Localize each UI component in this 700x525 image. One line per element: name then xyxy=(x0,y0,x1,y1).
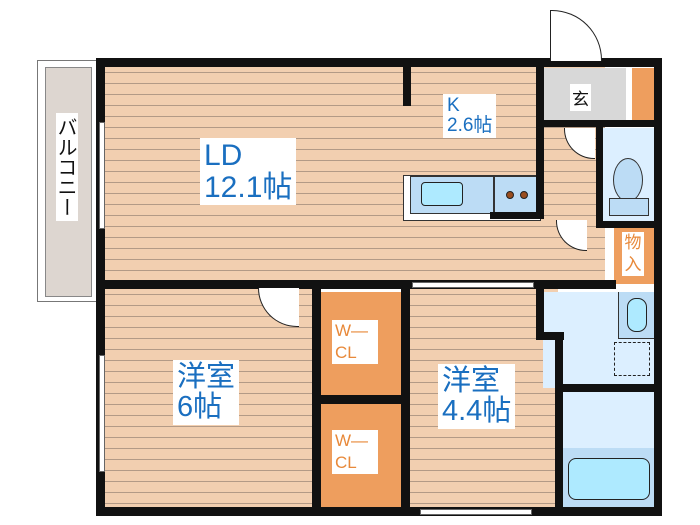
kitchen-label: K 2.6帖 xyxy=(443,94,497,138)
entrance-label: 玄 xyxy=(570,84,591,111)
kitchen-size: 2.6帖 xyxy=(447,114,493,136)
wall xyxy=(536,332,564,340)
western-44-name: 洋室 xyxy=(442,365,501,397)
kitchen-sink-icon xyxy=(421,182,463,206)
wall xyxy=(555,332,563,512)
balcony-label: バルコニー xyxy=(54,113,78,221)
sink-icon xyxy=(627,298,647,332)
burner-icon xyxy=(506,191,514,199)
wall xyxy=(312,395,408,404)
washing-machine-tray-icon xyxy=(614,342,650,376)
western-44-label: 洋室 4.4帖 xyxy=(438,364,516,429)
window[interactable] xyxy=(412,282,534,288)
ld-floor xyxy=(100,62,605,284)
wall xyxy=(96,507,662,516)
bathtub-icon xyxy=(568,458,650,500)
wall xyxy=(563,384,656,392)
storage-label: 物入 xyxy=(622,232,644,276)
kitchen-name: K xyxy=(447,95,460,116)
wcl-bottom-line2: CL xyxy=(335,453,357,472)
balcony: バルコニー xyxy=(37,60,99,302)
wcl-top-line2: CL xyxy=(335,343,357,362)
window[interactable] xyxy=(99,355,105,472)
wall xyxy=(596,120,603,228)
wall xyxy=(536,284,544,334)
window[interactable] xyxy=(99,122,105,229)
burner-icon xyxy=(520,191,528,199)
entrance-door[interactable] xyxy=(550,10,602,61)
ld-name: LD xyxy=(204,139,243,172)
wall xyxy=(403,66,411,106)
ld-size: 12.1帖 xyxy=(204,170,293,204)
wall xyxy=(96,280,616,289)
wcl-top-line1: W— xyxy=(335,321,369,340)
western-44-size: 4.4帖 xyxy=(442,395,512,428)
wall xyxy=(490,212,544,219)
toilet-tank-icon xyxy=(609,198,649,216)
shoe-closet xyxy=(632,68,656,120)
wcl-bottom-label: W— CL xyxy=(332,430,378,474)
wall xyxy=(401,284,410,512)
ld-label: LD 12.1帖 xyxy=(200,138,297,205)
wall xyxy=(536,66,544,216)
wall xyxy=(596,221,656,228)
stove xyxy=(494,176,538,214)
western-6-name: 洋室 xyxy=(177,361,236,393)
toilet-bowl-icon xyxy=(613,158,643,202)
wall xyxy=(654,58,662,516)
western-6-size: 6帖 xyxy=(177,391,223,424)
wcl-bottom-line1: W— xyxy=(335,431,369,450)
wall xyxy=(96,58,662,67)
window[interactable] xyxy=(420,509,532,515)
wcl-top-label: W— CL xyxy=(332,320,378,364)
western-6-label: 洋室 6帖 xyxy=(173,360,240,425)
